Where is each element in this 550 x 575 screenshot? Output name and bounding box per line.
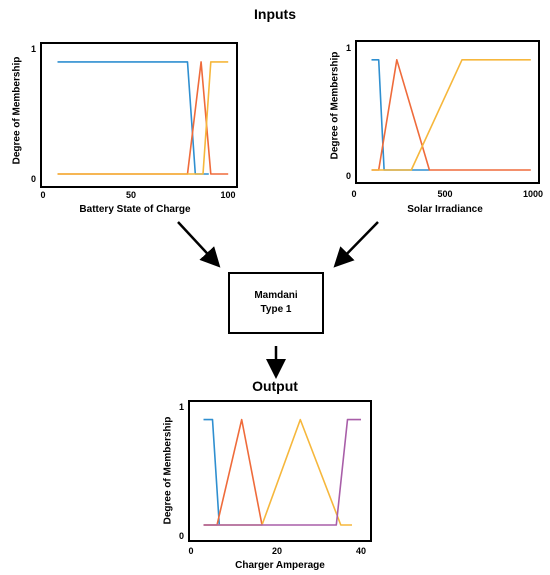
solar-xtick-0: 0 — [351, 189, 357, 199]
solar-membership-line-3 — [371, 58, 531, 171]
charger-xtick-0: 0 — [188, 546, 194, 556]
battery-plot-svg — [57, 61, 229, 175]
charger-membership-line-4 — [203, 418, 361, 526]
solar-plot-svg — [371, 58, 531, 171]
arrow-battery-to-system — [177, 221, 221, 268]
charger-chart-ylabel: Degree of Membership — [162, 416, 174, 525]
solar-xtick-500: 500 — [437, 189, 453, 199]
charger-plot-svg — [203, 418, 361, 526]
battery-xtick-100: 100 — [220, 190, 236, 200]
battery-ytick-1: 1 — [30, 44, 36, 54]
charger-plot-area — [188, 400, 372, 542]
charger-ytick-1: 1 — [178, 402, 184, 412]
charger-membership-line-1 — [203, 418, 221, 526]
mamdani-system-box: Mamdani Type 1 — [228, 272, 324, 334]
solar-chart-xlabel: Solar Irradiance — [407, 204, 483, 215]
charger-xtick-40: 40 — [355, 546, 367, 556]
battery-ytick-0: 0 — [30, 174, 36, 184]
arrow-solar-to-system — [333, 221, 379, 268]
battery-chart-xlabel: Battery State of Charge — [79, 204, 191, 215]
battery-xtick-0: 0 — [40, 190, 46, 200]
solar-ytick-0: 0 — [345, 171, 351, 181]
battery-xtick-50: 50 — [125, 190, 137, 200]
charger-ytick-0: 0 — [178, 531, 184, 541]
battery-membership-line-3 — [57, 61, 229, 175]
system-line-1: Mamdani — [254, 290, 298, 301]
solar-ytick-1: 1 — [345, 43, 351, 53]
charger-membership-line-2 — [203, 418, 263, 526]
system-line-2: Type 1 — [260, 304, 292, 315]
charger-chart-xlabel: Charger Amperage — [235, 560, 325, 571]
inputs-heading: Inputs — [254, 6, 296, 22]
charger-xtick-20: 20 — [271, 546, 283, 556]
output-heading: Output — [252, 378, 298, 394]
charger-membership-line-3 — [203, 418, 352, 526]
battery-plot-area — [40, 42, 238, 188]
solar-xtick-1000: 1000 — [522, 189, 544, 199]
solar-plot-area — [355, 40, 540, 184]
